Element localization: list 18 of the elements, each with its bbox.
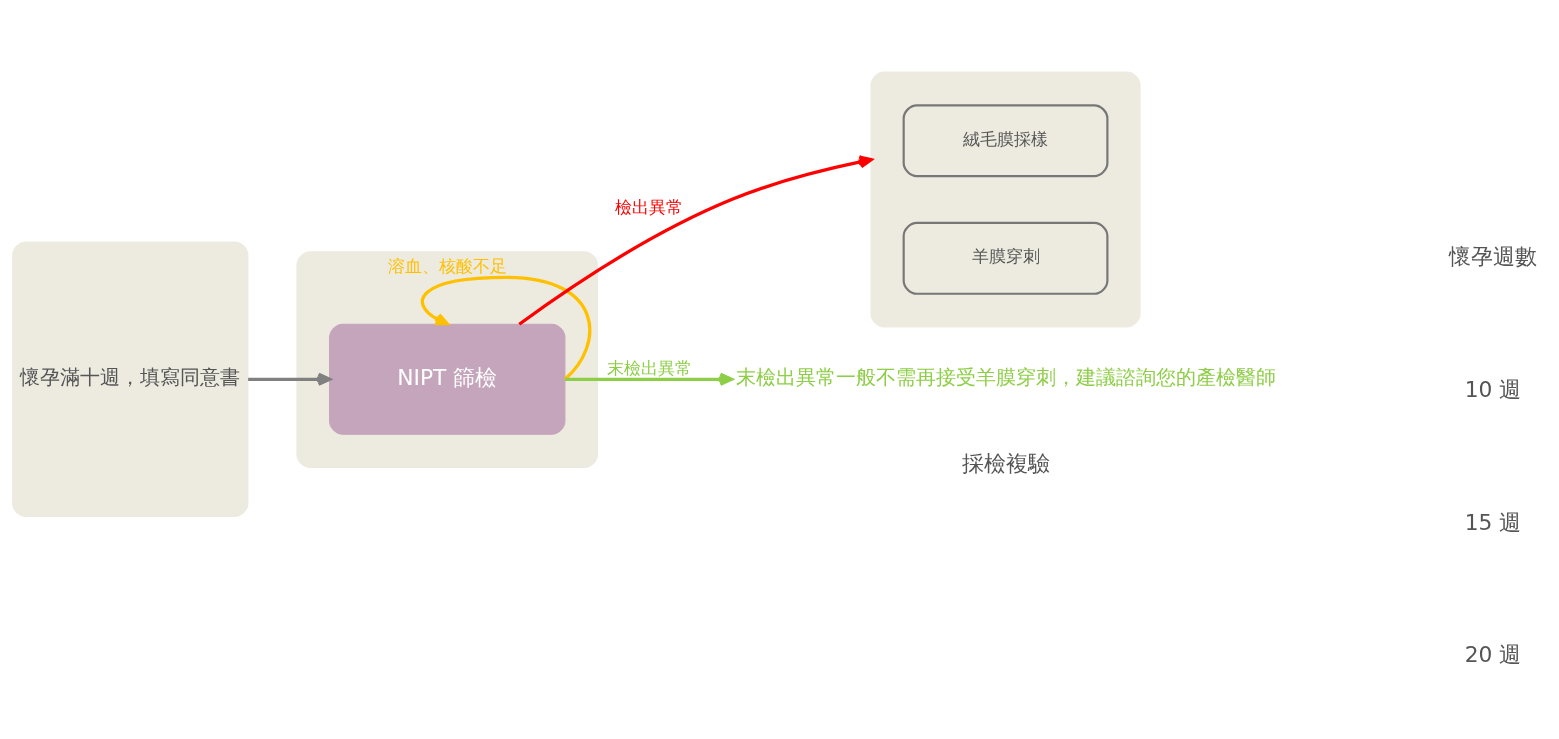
node-text: 末檢出異常一般不需再接受羊膜穿刺，建議諮詢您的產檢醫師	[735, 365, 1276, 389]
node-box: NIPT 篩檢	[329, 323, 566, 435]
label: 15 週	[1464, 509, 1522, 535]
edge-label: 檢出異常	[615, 196, 684, 217]
cluster	[870, 71, 1141, 327]
arrow	[248, 372, 332, 386]
arrow	[564, 372, 733, 386]
label: 20 週	[1464, 641, 1522, 667]
edge-label: 溶血、核酸不足	[387, 255, 507, 276]
label: 10 週	[1464, 376, 1522, 402]
node-box: 羊膜穿刺	[902, 221, 1109, 295]
node-box: 絨毛膜採樣	[902, 103, 1109, 177]
edge-label: 末檢出異常	[606, 357, 692, 378]
label: 懷孕週數	[1449, 243, 1537, 269]
arrow	[518, 154, 873, 326]
cluster	[296, 250, 599, 468]
label: 採檢複驗	[961, 450, 1050, 476]
node-box: 懷孕滿十週，填寫同意書	[12, 240, 249, 517]
